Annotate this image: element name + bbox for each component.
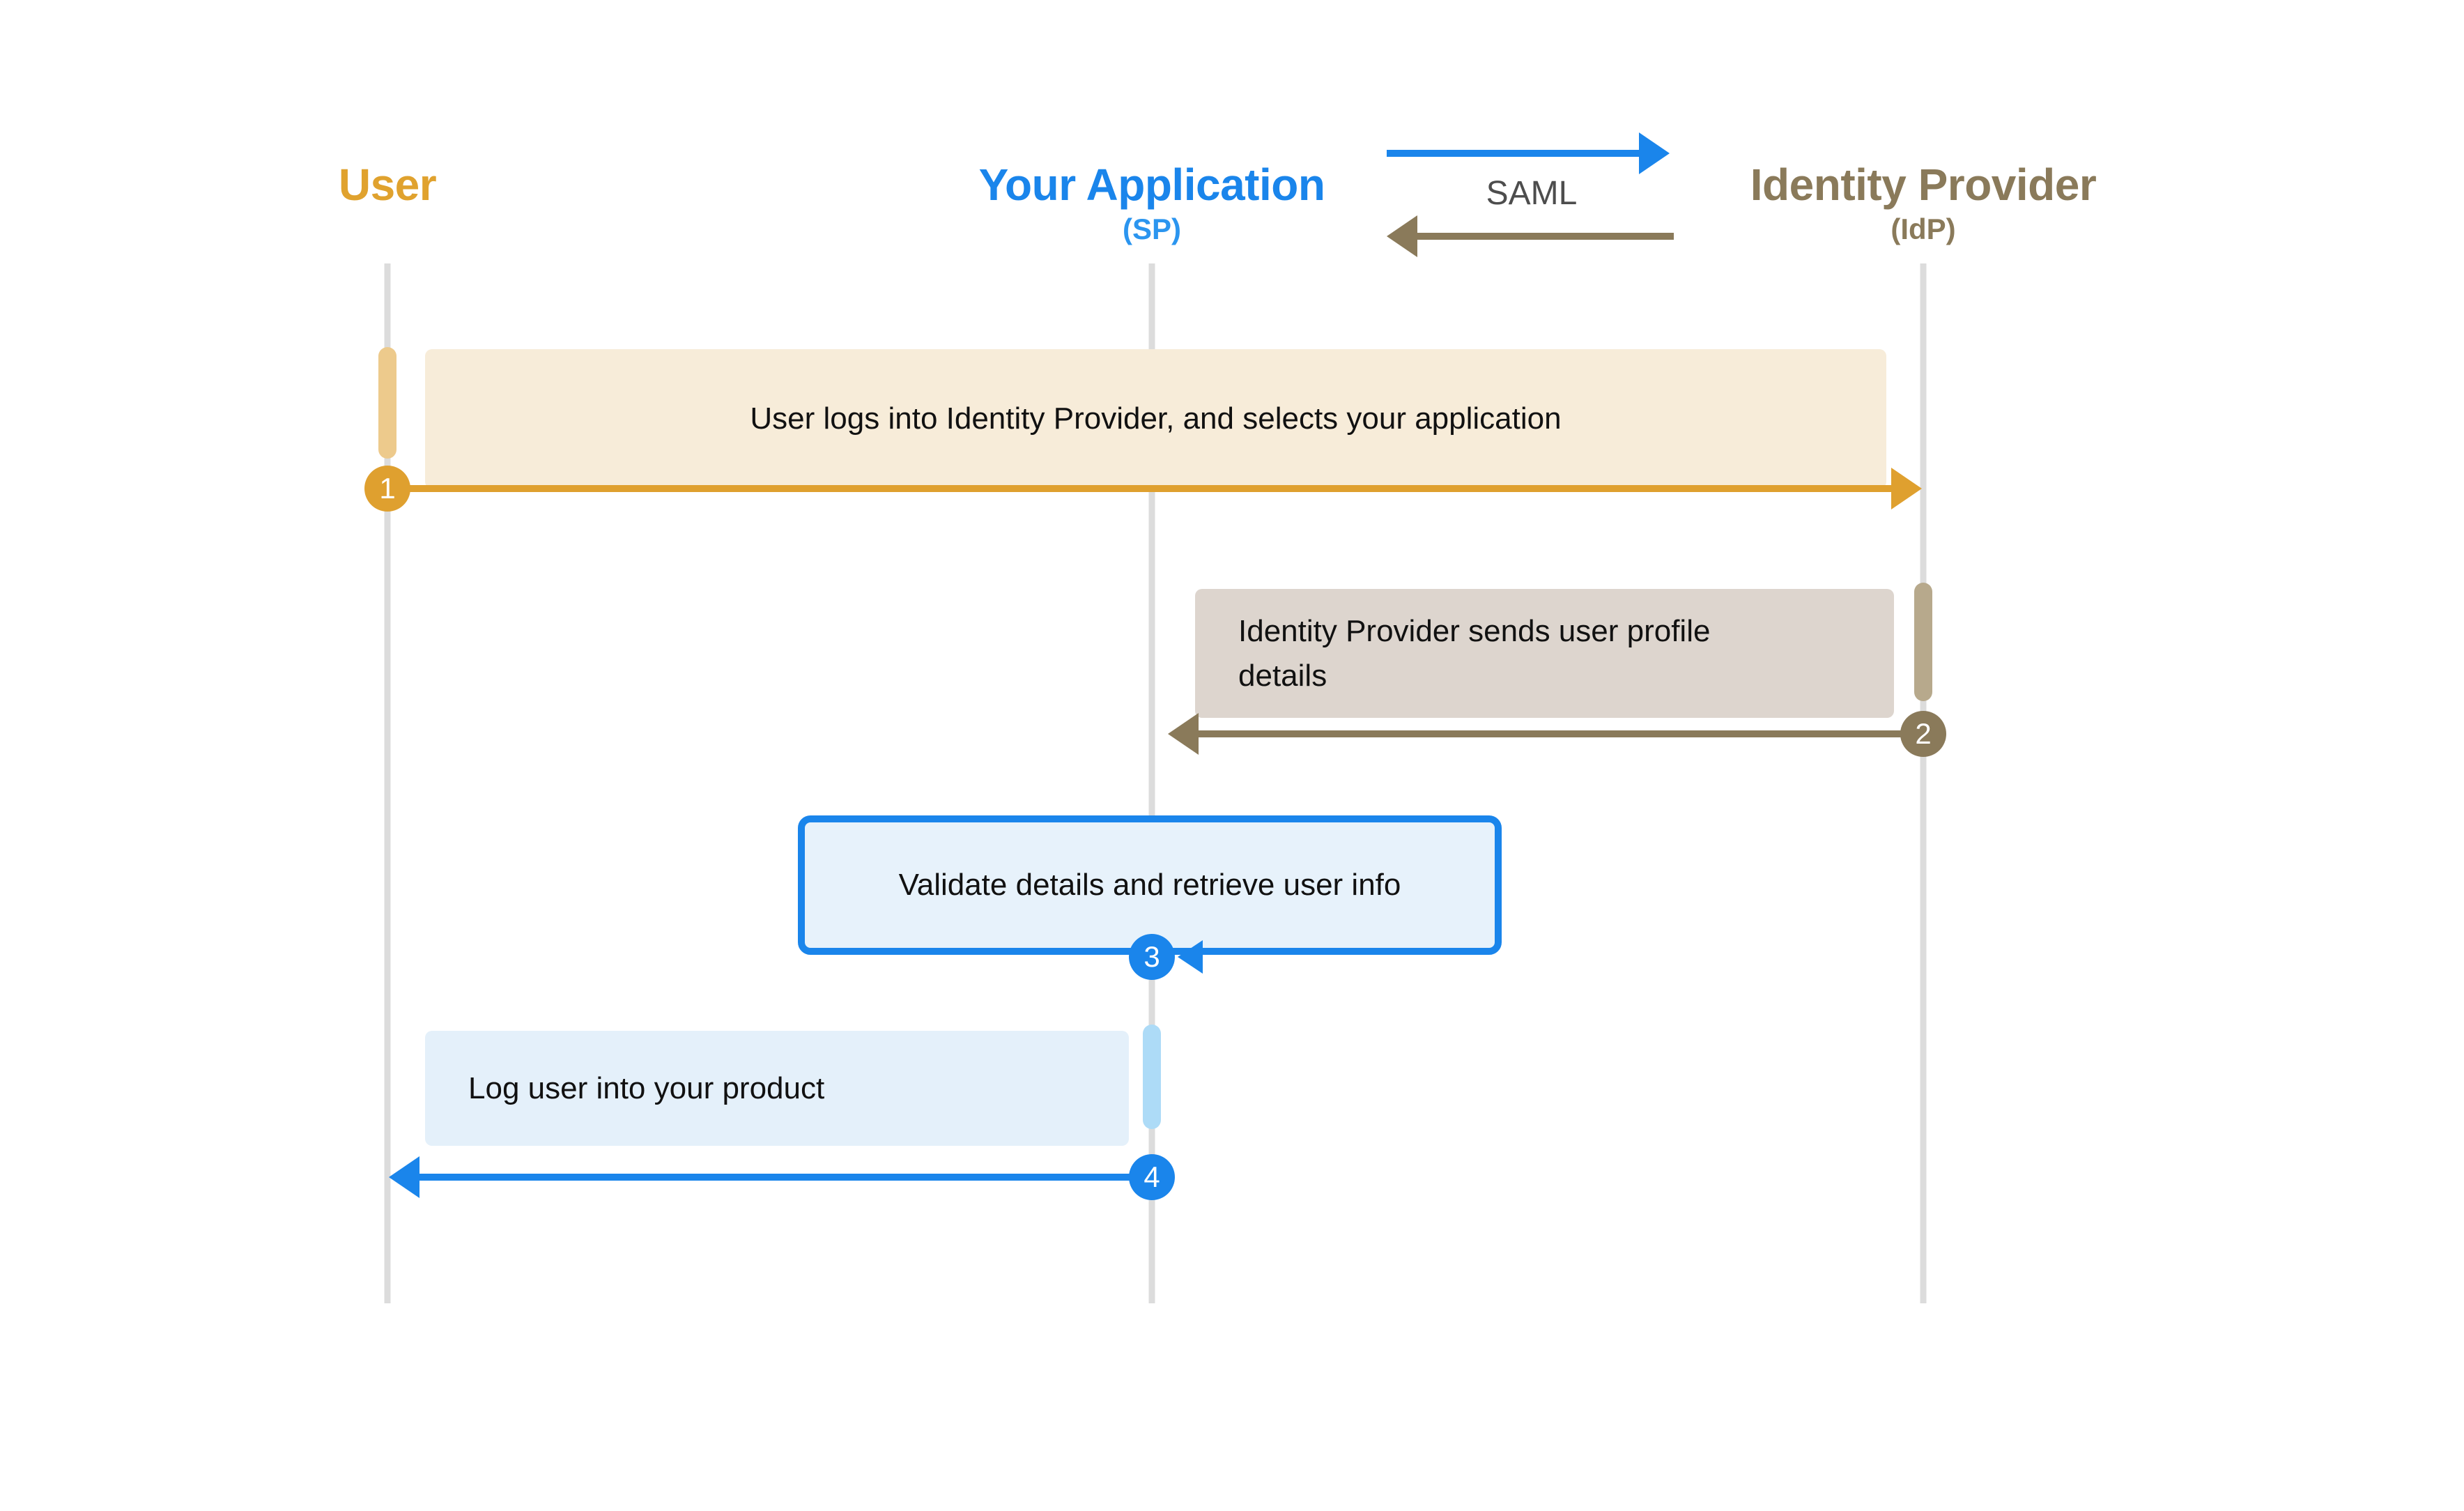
- activation-bar-step-4: [1143, 1025, 1161, 1129]
- actor-header-your-application: Your Application (SP): [978, 160, 1325, 246]
- lifeline-your-application: [1148, 263, 1155, 1303]
- actor-name-identity-provider: Identity Provider: [1750, 160, 2097, 210]
- saml-response-arrow-line: [1415, 233, 1674, 240]
- message-note-text-step-2: Identity Provider sends user profile det…: [1238, 613, 1711, 693]
- message-note-text-step-1: User logs into Identity Provider, and se…: [750, 401, 1562, 436]
- lifeline-user: [384, 263, 391, 1303]
- message-note-step-4: Log user into your product: [425, 1031, 1129, 1146]
- step-badge-3[interactable]: 3: [1129, 934, 1175, 980]
- lifeline-identity-provider: [1920, 263, 1927, 1303]
- actor-header-user: User: [338, 160, 437, 210]
- saml-request-arrow-line: [1387, 150, 1645, 157]
- message-arrow-head-step-3: [1178, 940, 1203, 974]
- saml-response-arrow-head: [1387, 215, 1417, 257]
- activation-bar-step-1: [378, 347, 396, 459]
- message-arrow-head-step-1: [1891, 468, 1922, 509]
- message-arrow-head-step-4: [389, 1156, 419, 1198]
- saml-request-arrow-head: [1639, 132, 1670, 174]
- message-arrow-head-step-2: [1168, 713, 1199, 755]
- activation-bar-step-2: [1914, 583, 1932, 701]
- actor-name-your-application: Your Application: [978, 160, 1325, 210]
- step-badge-1[interactable]: 1: [364, 466, 410, 512]
- message-arrow-line-step-4: [418, 1174, 1152, 1181]
- actor-subtitle-idp: (IdP): [1891, 213, 1956, 246]
- message-note-step-1: User logs into Identity Provider, and se…: [425, 349, 1886, 489]
- message-note-text-step-4: Log user into your product: [468, 1071, 825, 1105]
- actor-name-user: User: [338, 160, 437, 210]
- actor-header-identity-provider: Identity Provider (IdP): [1750, 160, 2097, 246]
- actor-subtitle-sp: (SP): [1123, 213, 1181, 246]
- message-note-step-2: Identity Provider sends user profile det…: [1195, 589, 1894, 718]
- step-badge-2[interactable]: 2: [1900, 711, 1946, 757]
- saml-protocol-label: SAML: [1486, 175, 1578, 212]
- message-arrow-line-step-2: [1197, 730, 1923, 737]
- message-arrow-line-step-1: [387, 485, 1893, 492]
- step-badge-4[interactable]: 4: [1129, 1154, 1175, 1200]
- message-note-text-step-3: Validate details and retrieve user info: [898, 868, 1401, 903]
